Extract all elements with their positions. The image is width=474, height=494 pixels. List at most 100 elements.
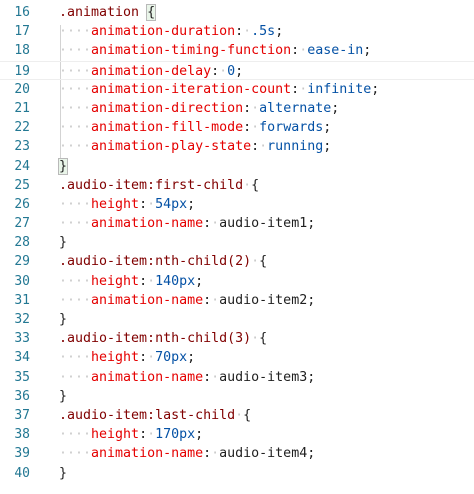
line-number: 32 [14,312,30,327]
line-number: 16 [14,5,30,20]
css-value: 70px [155,350,188,366]
code-line[interactable]: 40} [0,464,474,483]
line-code: ····animation-iteration-count:·infinite; [59,80,474,99]
code-token: : [211,63,220,79]
line-code: ····animation-timing-function:·ease-in; [59,41,474,60]
code-token: : [139,427,148,443]
code-token: ; [307,446,316,462]
code-line[interactable]: 24} [0,157,474,176]
line-number: 39 [14,446,30,462]
code-line[interactable]: 17····animation-duration:·.5s; [0,22,474,41]
whitespace-marker: ···· [59,273,92,289]
whitespace-marker: ···· [59,120,92,136]
whitespace-marker: · [211,292,220,308]
whitespace-marker: · [147,273,156,289]
code-line[interactable]: 34····height:·70px; [0,348,474,367]
line-code: } [57,157,474,176]
line-number: 30 [14,273,30,289]
css-selector: .audio-item:nth-child(2) [59,254,252,270]
code-line[interactable]: 29.audio-item:nth-child(2)·{ [0,252,474,271]
code-token: : [203,292,212,308]
line-number: 23 [14,139,30,155]
code-line[interactable]: 26····height:·54px; [0,195,474,214]
code-token: { [146,4,157,21]
code-line[interactable]: 33 .audio-item:nth-child(3)·{ [0,329,474,348]
code-line[interactable]: 32} [0,310,474,329]
code-line[interactable]: 38 ····height:·170px; [0,425,474,444]
line-code: ····animation-delay:·0; [59,62,474,81]
whitespace-marker: · [299,43,308,59]
code-line[interactable]: 20····animation-iteration-count:·infinit… [0,80,474,99]
whitespace-marker: · [235,407,244,423]
whitespace-marker: ···· [59,24,92,40]
css-property: height [91,273,140,289]
code-line[interactable]: 19 ····animation-delay:·0; [0,60,474,81]
code-line[interactable]: 36} [0,387,474,406]
code-line[interactable]: 28} [0,233,474,252]
css-property: animation-iteration-count [91,81,292,97]
code-token: } [59,312,68,327]
code-token: ; [307,292,316,308]
line-number: 36 [14,388,30,404]
code-token: ; [323,139,332,155]
line-number: 19 [14,63,30,79]
whitespace-marker: · [147,350,156,366]
line-number: 29 [14,254,30,270]
code-line[interactable]: 18····animation-timing-function:·ease-in… [0,41,474,60]
code-line[interactable]: 39 ····animation-name:·audio-item4; [0,444,474,463]
whitespace-marker: · [211,216,220,232]
line-code: } [59,464,474,483]
line-number: 38 [14,427,30,443]
line-number: 33 [14,331,30,347]
line-number: 40 [14,465,30,481]
css-value: infinite [307,81,372,97]
code-token: ; [331,100,340,116]
whitespace-marker: ···· [59,350,92,366]
code-token: } [59,235,68,251]
code-token: audio-item2 [219,292,308,308]
css-value: running [267,139,324,155]
code-line[interactable]: 30····height:·140px; [0,272,474,291]
code-line[interactable]: 31····animation-name:·audio-item2; [0,291,474,310]
css-property: animation-play-state [91,139,252,155]
line-code: } [59,387,474,406]
code-token: : [291,43,300,59]
whitespace-marker: · [219,63,228,79]
code-line[interactable]: 27····animation-name:·audio-item1; [0,214,474,233]
line-code: ····animation-name:·audio-item4; [59,444,474,463]
line-number: 37 [14,407,30,423]
code-line[interactable]: 23····animation-play-state:·running; [0,137,474,156]
line-code: ····animation-fill-mode:·forwards; [59,118,474,137]
code-line[interactable]: 22 ····animation-fill-mode:·forwards; [0,118,474,137]
code-token: ; [371,81,380,97]
css-selector: .audio-item:first-child [59,177,244,193]
code-token: ; [187,196,196,212]
css-property: animation-direction [91,100,244,116]
code-editor[interactable]: 16.animation {17····animation-duration:·… [0,3,474,494]
css-property: height [91,427,140,443]
code-token: : [243,120,252,136]
line-number: 26 [14,196,30,212]
line-code: } [59,233,474,252]
code-token: ; [195,427,204,443]
code-line[interactable]: 37.audio-item:last-child·{ [0,406,474,425]
css-property: height [91,196,140,212]
code-token: ; [323,120,332,136]
line-code: ····height:·170px; [59,425,474,444]
line-code: ····animation-play-state:·running; [59,137,474,156]
code-line[interactable]: 21····animation-direction:·alternate; [0,99,474,118]
code-line[interactable]: 35····animation-name:·audio-item3; [0,368,474,387]
css-selector: .audio-item:nth-child(3) [59,331,252,347]
line-code: .audio-item:nth-child(3)·{ [59,329,474,348]
whitespace-marker: ···· [59,427,92,443]
whitespace-marker: · [259,139,268,155]
whitespace-marker: ···· [59,100,92,116]
code-line[interactable]: 16.animation { [0,3,474,22]
line-number: 34 [14,350,30,366]
line-code: ····animation-duration:·.5s; [59,22,474,41]
whitespace-marker: ···· [59,196,92,212]
code-token: ; [187,350,196,366]
line-number: 31 [14,292,30,308]
line-number: 22 [14,120,30,136]
code-line[interactable]: 25.audio-item:first-child·{ [0,176,474,195]
